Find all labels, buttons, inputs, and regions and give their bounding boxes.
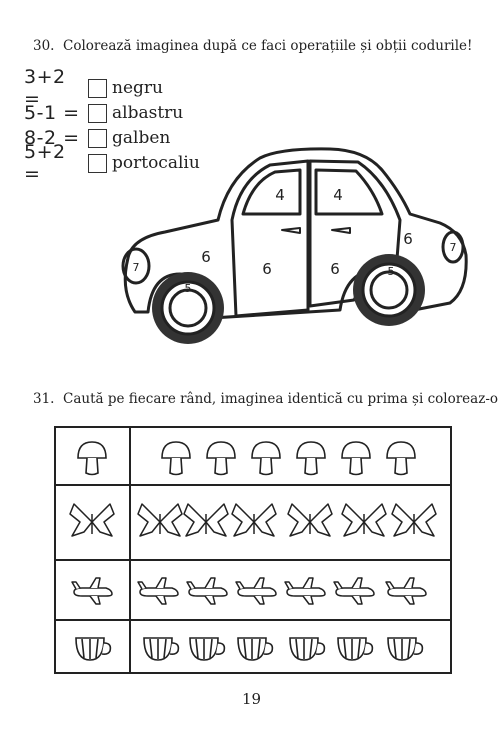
car-coloring-image[interactable]: 4 4 6 6 6 6 7 7 5 5	[110, 140, 475, 350]
label-trunk: 6	[403, 230, 413, 248]
row-butterflies	[69, 503, 437, 537]
back-wheel	[152, 272, 224, 344]
plane-option-icon[interactable]	[137, 577, 179, 605]
answer-box[interactable]	[88, 128, 107, 148]
equation-expression: 5+2 =	[24, 141, 66, 185]
plane-reference-icon	[71, 577, 113, 605]
label-hood: 6	[201, 248, 211, 266]
color-word: negru	[112, 78, 163, 98]
label-back-door: 6	[330, 260, 340, 278]
label-taillight: 7	[450, 241, 457, 254]
cup-option-icon[interactable]	[189, 637, 226, 661]
cup-option-icon[interactable]	[143, 637, 180, 661]
answer-box[interactable]	[88, 103, 107, 123]
window-front	[241, 168, 302, 216]
mushroom-option-icon[interactable]	[296, 441, 326, 476]
equation-row: 5-1 = albastru	[24, 101, 183, 125]
label-front-door: 6	[262, 260, 272, 278]
label-headlight: 7	[133, 261, 140, 274]
picture-matching-grid	[54, 426, 452, 674]
butterfly-reference-icon	[69, 503, 115, 537]
equation-expression: 3+2 =	[24, 66, 66, 110]
window-back	[314, 168, 384, 216]
answer-box[interactable]	[88, 78, 107, 98]
row-mushrooms	[77, 441, 416, 476]
cup-option-icon[interactable]	[337, 637, 374, 661]
row-planes	[71, 577, 427, 605]
plane-option-icon[interactable]	[284, 577, 326, 605]
plane-option-icon[interactable]	[186, 577, 228, 605]
color-word: albastru	[112, 103, 184, 123]
door-handle-back	[331, 227, 351, 234]
exercise-31-number: 31.	[33, 391, 55, 407]
butterfly-option-icon[interactable]	[137, 503, 183, 537]
color-word: portocaliu	[112, 153, 200, 173]
label-window-back: 4	[333, 186, 343, 204]
front-wheel	[353, 254, 425, 326]
taillight	[441, 230, 465, 264]
exercise-30-number: 30.	[33, 38, 55, 54]
butterfly-option-icon[interactable]	[231, 503, 277, 537]
door-handle-front	[281, 227, 301, 234]
page-number: 19	[241, 690, 262, 708]
mushroom-reference-icon	[77, 441, 107, 476]
exercise-30-instruction: Colorează imaginea după ce faci operații…	[63, 38, 473, 54]
mushroom-option-icon[interactable]	[251, 441, 281, 476]
equation-expression: 8-2 =	[24, 127, 80, 149]
cup-option-icon[interactable]	[237, 637, 274, 661]
color-word: galben	[112, 128, 171, 148]
plane-option-icon[interactable]	[235, 577, 277, 605]
butterfly-option-icon[interactable]	[341, 503, 387, 537]
plane-option-icon[interactable]	[333, 577, 375, 605]
mushroom-option-icon[interactable]	[341, 441, 371, 476]
equation-expression: 5-1 =	[24, 102, 80, 124]
row-cups	[75, 637, 424, 661]
mushroom-option-icon[interactable]	[161, 441, 191, 476]
equation-row: 3+2 = negru	[24, 66, 163, 110]
equation-row: 5+2 = portocaliu	[24, 141, 200, 185]
equation-row: 8-2 = galben	[24, 126, 170, 150]
butterfly-option-icon[interactable]	[391, 503, 437, 537]
cup-option-icon[interactable]	[289, 637, 326, 661]
cup-option-icon[interactable]	[387, 637, 424, 661]
label-back-wheel: 5	[185, 282, 192, 295]
mushroom-option-icon[interactable]	[386, 441, 416, 476]
cup-reference-icon	[75, 637, 112, 661]
headlight	[121, 247, 151, 285]
exercise-31-instruction: Caută pe fiecare rând, imaginea identică…	[63, 391, 499, 407]
butterfly-option-icon[interactable]	[183, 503, 229, 537]
butterfly-option-icon[interactable]	[287, 503, 333, 537]
plane-option-icon[interactable]	[385, 577, 427, 605]
label-window-front: 4	[275, 186, 285, 204]
mushroom-option-icon[interactable]	[206, 441, 236, 476]
front-door	[230, 159, 310, 318]
answer-box[interactable]	[88, 153, 107, 173]
label-front-wheel: 5	[388, 265, 395, 278]
